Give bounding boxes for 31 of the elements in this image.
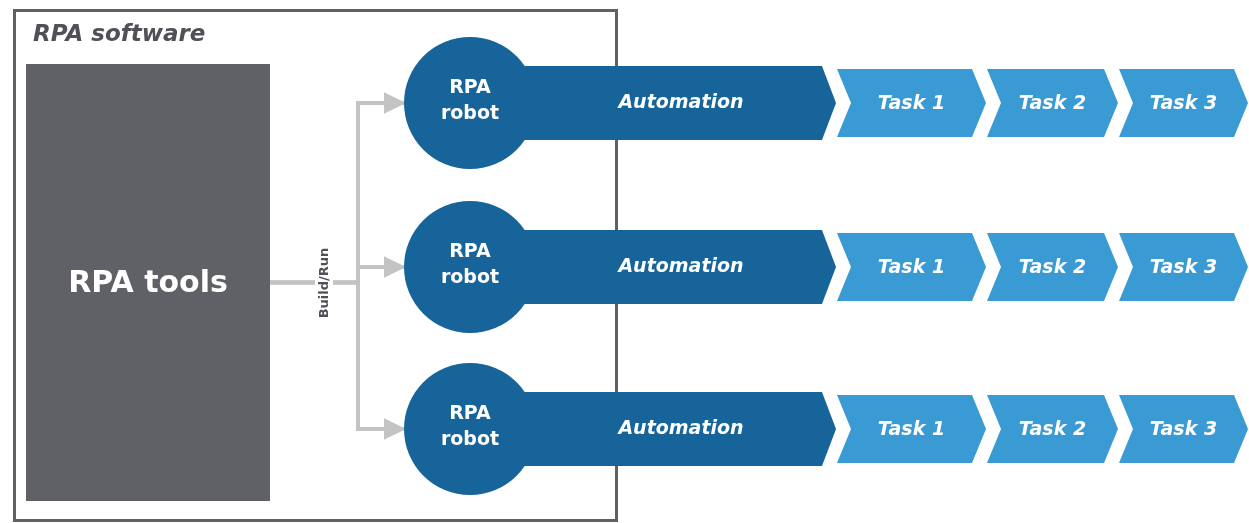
circle-label: RPA robot <box>439 400 501 451</box>
step-label: Task 3 <box>1148 417 1219 439</box>
step-label: Task 3 <box>1148 255 1219 277</box>
circle-label: RPA robot <box>439 238 501 289</box>
step-label: Task 2 <box>1017 417 1088 439</box>
banner-label: Automation <box>616 254 745 276</box>
circle-label: RPA robot <box>439 74 501 125</box>
step-label: Task 1 <box>876 91 947 113</box>
step-label: Task 1 <box>876 417 947 439</box>
frame-title: RPA software <box>33 20 206 46</box>
banner-label: Automation <box>616 416 745 438</box>
task-step <box>837 233 986 301</box>
step-label: Task 1 <box>876 255 947 277</box>
arrow <box>270 280 406 440</box>
task-step <box>1119 233 1248 301</box>
step-label: Task 2 <box>1017 255 1088 277</box>
tools-block <box>26 64 270 501</box>
task-step <box>837 395 986 463</box>
step-label: Task 3 <box>1148 91 1219 113</box>
automation-banner <box>536 392 836 466</box>
task-step <box>837 69 986 137</box>
task-step <box>987 233 1118 301</box>
task-step <box>987 395 1118 463</box>
task-step <box>1119 395 1248 463</box>
block-label: RPA tools <box>67 264 229 299</box>
automation-banner <box>536 230 836 304</box>
task-step <box>987 69 1118 137</box>
banner-label: Automation <box>616 90 745 112</box>
task-step <box>1119 69 1248 137</box>
step-label: Task 2 <box>1017 91 1088 113</box>
automation-banner <box>536 66 836 140</box>
